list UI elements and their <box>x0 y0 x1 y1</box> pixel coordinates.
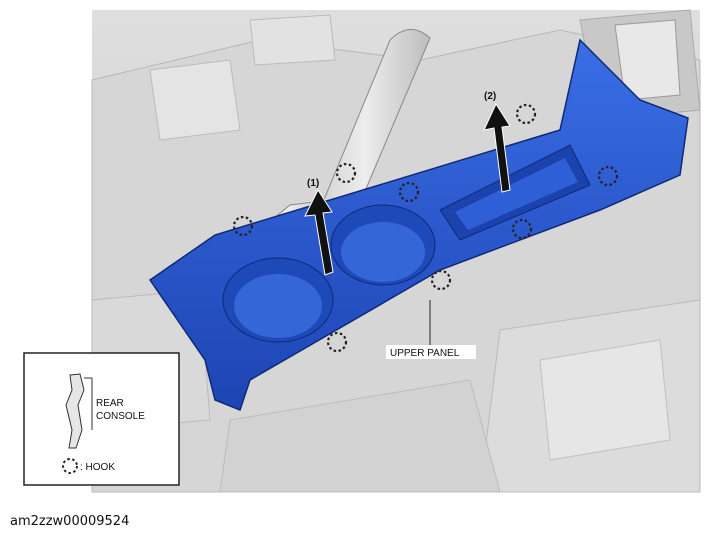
upper-panel-callout: UPPER PANEL <box>386 300 476 359</box>
arrow-2-label: (2) <box>484 91 496 102</box>
arrow-1: (1) <box>304 178 334 276</box>
arrow-2: (2) <box>483 91 511 193</box>
hook-marker <box>597 165 619 187</box>
hook-marker <box>511 218 533 240</box>
hook-marker <box>515 103 537 125</box>
hooks <box>232 103 619 353</box>
legend-console: CONSOLE <box>96 411 145 422</box>
upper-panel-label: UPPER PANEL <box>390 348 460 359</box>
hook-marker <box>430 269 452 291</box>
figure-caption: am2zzw00009524 <box>10 514 130 529</box>
rear-console-sketch <box>65 373 85 449</box>
arrow-1-label: (1) <box>307 178 319 189</box>
legend-hook: : HOOK <box>80 462 115 473</box>
legend-rear: REAR <box>96 398 124 409</box>
upper-panel <box>148 38 689 411</box>
hook-marker <box>335 162 357 184</box>
hook-marker <box>398 181 420 203</box>
legend-box: REAR CONSOLE : HOOK <box>23 352 180 486</box>
hook-marker <box>326 331 348 353</box>
hook-marker <box>232 215 254 237</box>
hook-legend-icon <box>62 458 78 474</box>
